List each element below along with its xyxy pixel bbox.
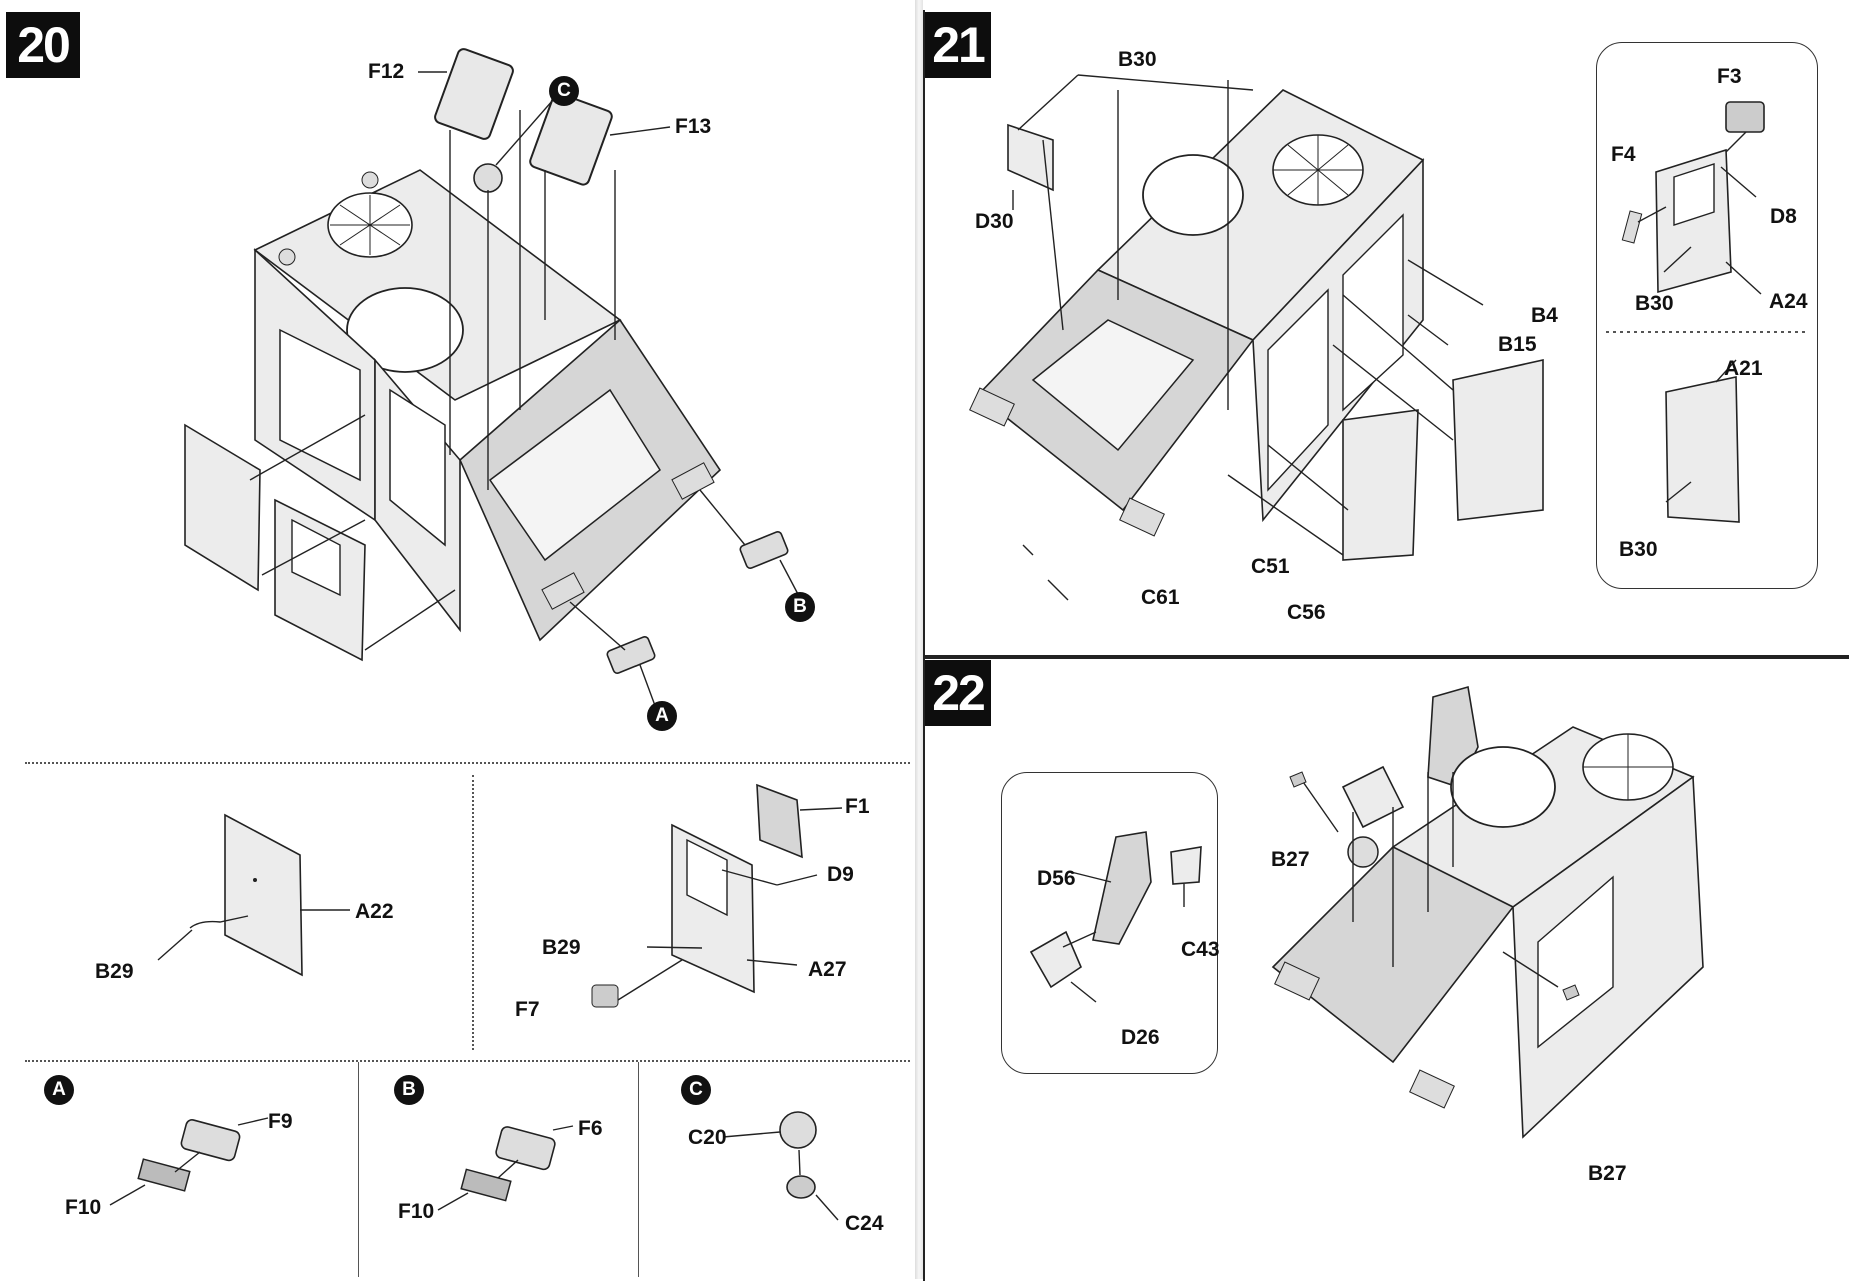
part-d30 (1007, 123, 1054, 192)
door-a22-drawing (157, 813, 350, 977)
label-b27-top: B27 (1271, 848, 1310, 871)
label-c20: C20 (688, 1126, 727, 1149)
label-f6: F6 (578, 1117, 603, 1140)
ventilator-fan-icon (327, 192, 413, 258)
label-f4: F4 (1611, 143, 1636, 166)
door-panel-icon (184, 423, 366, 662)
label-d9: D9 (827, 863, 854, 886)
label-c24: C24 (845, 1212, 884, 1235)
divider-vertical-doors (472, 775, 474, 1050)
light-c-drawing (722, 1111, 839, 1221)
label-b29-door2: B29 (542, 936, 581, 959)
label-d8: D8 (1770, 205, 1797, 228)
divider-horizontal-lower (25, 1060, 910, 1062)
headlight-icon (137, 1119, 241, 1192)
sub-c-marker: C (681, 1075, 711, 1105)
ventilator-fan-icon (1582, 733, 1674, 801)
step-21-frame (923, 10, 1849, 657)
page-gutter (915, 0, 923, 1279)
divider-vertical-ab (358, 1062, 359, 1277)
label-f7: F7 (515, 998, 540, 1021)
label-b27-bottom: B27 (1588, 1162, 1627, 1185)
label-a24: A24 (1769, 290, 1808, 313)
label-b29-door: B29 (95, 960, 134, 983)
label-a21: A21 (1724, 357, 1763, 380)
headlight-a-drawing (109, 1117, 269, 1206)
marker-b-callout: B (785, 592, 815, 622)
label-c56: C56 (1287, 601, 1326, 624)
label-a27: A27 (808, 958, 847, 981)
marker-c-callout: C (549, 76, 579, 106)
divider-horizontal-upper (25, 762, 910, 764)
step-22-frame (923, 657, 1849, 1281)
instruction-page-right: 21 (923, 0, 1849, 1281)
window-f12 (434, 48, 514, 140)
label-d26: D26 (1121, 1026, 1160, 1049)
sub-b-marker: B (394, 1075, 424, 1105)
label-a22: A22 (355, 900, 394, 923)
divider-vertical-bc (638, 1062, 639, 1277)
instruction-page-left: 20 (0, 0, 915, 1279)
label-f3: F3 (1717, 65, 1742, 88)
window-f13 (529, 92, 613, 186)
label-c43: C43 (1181, 938, 1220, 961)
label-f9: F9 (268, 1110, 293, 1133)
step-20-cab-drawing (184, 48, 801, 712)
label-f1: F1 (845, 795, 870, 818)
label-d30: D30 (975, 210, 1014, 233)
step-20-badge: 20 (6, 12, 80, 78)
step-22-badge: 22 (925, 660, 991, 726)
label-d56: D56 (1037, 867, 1076, 890)
label-b4: B4 (1531, 304, 1558, 327)
light-c (473, 163, 503, 193)
door-a27-drawing (591, 783, 843, 1008)
label-f13: F13 (675, 115, 712, 138)
label-f10-a: F10 (65, 1196, 102, 1219)
step-21-cab-drawing (969, 74, 1544, 601)
label-c51: C51 (1251, 555, 1290, 578)
label-b30-inset1: B30 (1635, 292, 1674, 315)
label-b30-inset2: B30 (1619, 538, 1658, 561)
sub-a-marker: A (44, 1075, 74, 1105)
label-b15: B15 (1498, 333, 1537, 356)
headlight-b-drawing (437, 1125, 574, 1211)
step-21-inset-drawing (1606, 101, 1806, 523)
step-21-badge: 21 (925, 12, 991, 78)
ventilator-fan-icon (1272, 134, 1364, 206)
label-f10-b: F10 (398, 1200, 435, 1223)
step-22-inset-drawing (1029, 831, 1202, 1003)
step-22-cab-drawing (1271, 685, 1704, 1139)
label-b30: B30 (1118, 48, 1157, 71)
marker-a-callout: A (647, 701, 677, 731)
label-c61: C61 (1141, 586, 1180, 609)
label-f12: F12 (368, 60, 405, 83)
